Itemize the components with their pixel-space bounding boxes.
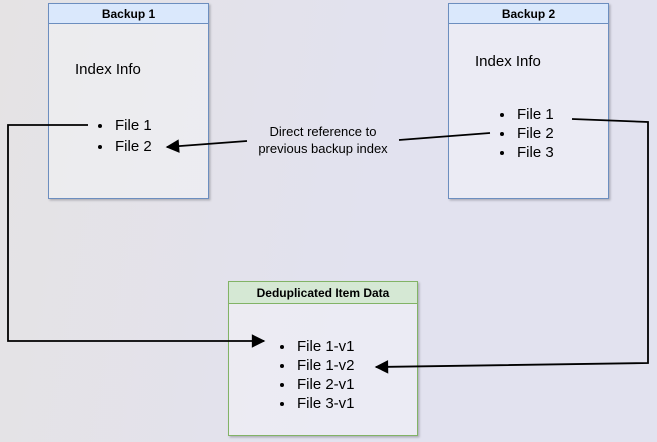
backup1-box: Backup 1 (48, 3, 209, 199)
dedup-file-item: File 3-v1 (295, 394, 355, 413)
dedup-file-item: File 1-v1 (295, 337, 355, 356)
dedup-file-list: File 1-v1 File 1-v2 File 2-v1 File 3-v1 (277, 337, 355, 413)
backup2-file-item: File 3 (515, 143, 554, 162)
dedup-file-item: File 2-v1 (295, 375, 355, 394)
backup2-title: Backup 2 (449, 4, 608, 24)
backup2-file-item: File 2 (515, 124, 554, 143)
dedup-title: Deduplicated Item Data (229, 282, 417, 304)
direct-reference-label-line1: Direct reference to (269, 124, 377, 139)
backup1-file-item: File 2 (113, 136, 152, 157)
direct-reference-label-line2: previous backup index (258, 141, 388, 156)
backup1-title: Backup 1 (49, 4, 208, 24)
backup1-file-item: File 1 (113, 115, 152, 136)
backup2-file-list: File 1 File 2 File 3 (497, 105, 554, 162)
backup2-file-item: File 1 (515, 105, 554, 124)
backup1-file-list: File 1 File 2 (95, 115, 152, 157)
backup2-index-info-label: Index Info (475, 53, 541, 70)
direct-reference-label: Direct reference to previous backup inde… (240, 123, 406, 157)
dedup-file-item: File 1-v2 (295, 356, 355, 375)
backup2-box: Backup 2 (448, 3, 609, 199)
backup1-index-info-label: Index Info (75, 61, 141, 78)
